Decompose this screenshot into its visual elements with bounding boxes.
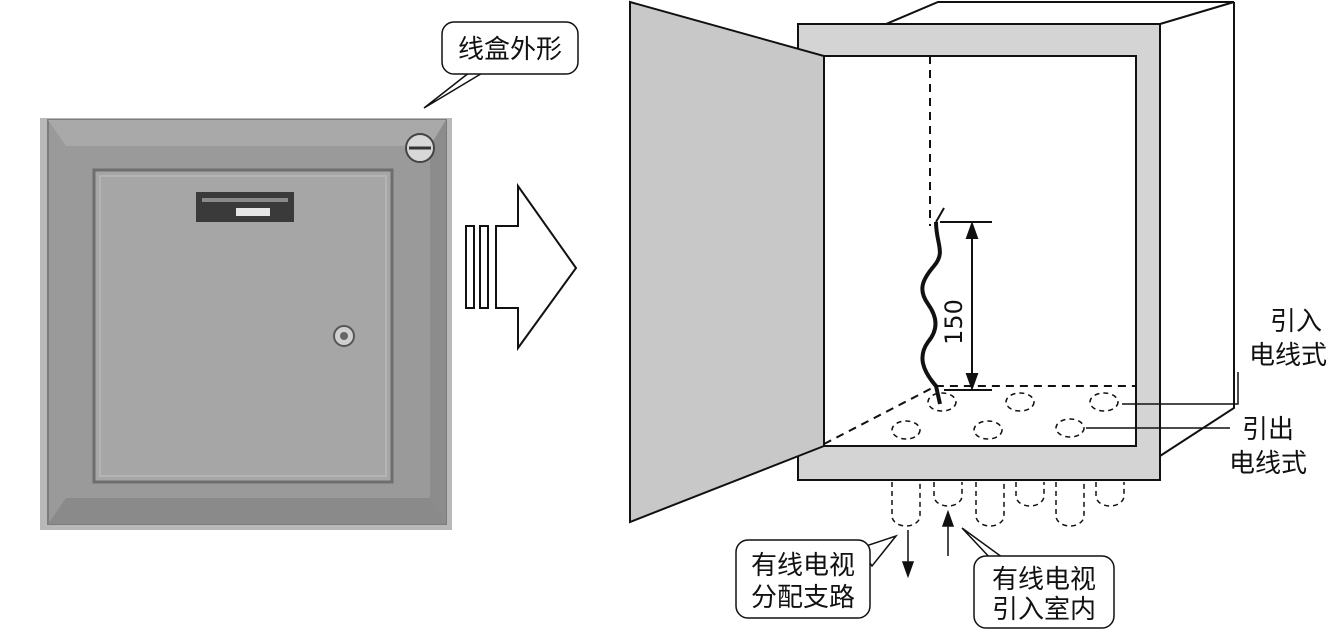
dim-arrow-down-icon bbox=[965, 373, 979, 391]
conduit-stub bbox=[1015, 482, 1045, 507]
conduit-stub bbox=[1055, 482, 1085, 527]
callout-tv-entry: 有线电视 引入室内 bbox=[961, 527, 1115, 629]
junction-box-photo bbox=[40, 118, 452, 530]
dim-arrow-up-icon bbox=[965, 221, 979, 239]
callout-tv-entry-line1: 有线电视 bbox=[992, 565, 1096, 595]
photo-door-knob-center bbox=[340, 332, 348, 340]
floor-hole bbox=[973, 420, 1003, 440]
callout-tv-branch-line1: 有线电视 bbox=[751, 551, 855, 581]
photo-door-inner-shade bbox=[99, 175, 387, 477]
photo-nameplate-stripe bbox=[202, 198, 288, 202]
floor-hole bbox=[1005, 392, 1035, 412]
conduit-stubs bbox=[891, 482, 1125, 527]
arrow-down-icon bbox=[901, 561, 915, 579]
label-wire-out-line1: 引出 bbox=[1242, 415, 1294, 445]
arrow-right-icon bbox=[495, 182, 578, 352]
floor-holes bbox=[891, 392, 1119, 440]
photo-nameplate bbox=[196, 192, 294, 222]
box-depth-right bbox=[1159, 2, 1235, 457]
box-open-door bbox=[629, 0, 825, 524]
signal-arrows bbox=[901, 509, 955, 579]
arrow-bar-2 bbox=[479, 225, 489, 309]
label-wire-out-line2: 电线式 bbox=[1229, 449, 1307, 479]
floor-hole bbox=[1089, 392, 1119, 412]
callout-box-shape: 线盒外形 bbox=[423, 21, 579, 109]
arrow-up-icon bbox=[941, 509, 955, 527]
box-interior bbox=[823, 55, 1137, 447]
conduit-stub bbox=[1095, 482, 1125, 507]
box-line-drawing bbox=[629, 0, 1235, 524]
box-depth-top bbox=[885, 1, 1235, 25]
label-wire-in: 引入 电线式 bbox=[1249, 307, 1327, 371]
dimension-value: 150 bbox=[940, 299, 968, 345]
arrow-bar-1 bbox=[465, 225, 475, 309]
callout-tv-entry-line2: 引入室内 bbox=[992, 595, 1096, 625]
photo-frame-bevel-right bbox=[430, 120, 446, 524]
callout-tv-branch: 有线电视 分配支路 bbox=[735, 534, 899, 619]
transition-arrow bbox=[465, 182, 578, 352]
floor-hole bbox=[927, 392, 957, 412]
floor-hole bbox=[1055, 418, 1085, 438]
callout-box-shape-text: 线盒外形 bbox=[458, 35, 562, 65]
leader-wire-in bbox=[1122, 372, 1239, 405]
coax-cable bbox=[920, 221, 942, 405]
label-wire-in-line1: 引入 bbox=[1270, 307, 1322, 337]
cable-tip bbox=[935, 207, 945, 223]
conduit-stub bbox=[933, 482, 963, 507]
conduit-stub bbox=[891, 482, 921, 527]
floor-hole bbox=[891, 420, 921, 440]
label-wire-out: 引出 电线式 bbox=[1229, 415, 1307, 479]
photo-frame-bevel-top bbox=[48, 120, 446, 146]
label-wire-in-line2: 电线式 bbox=[1249, 341, 1327, 371]
callout-tv-branch-line2: 分配支路 bbox=[751, 583, 855, 613]
conduit-stub bbox=[975, 482, 1005, 527]
photo-nameplate-label bbox=[236, 208, 270, 216]
photo-frame-bevel-bottom bbox=[48, 498, 446, 524]
label-leaders bbox=[1086, 372, 1239, 429]
